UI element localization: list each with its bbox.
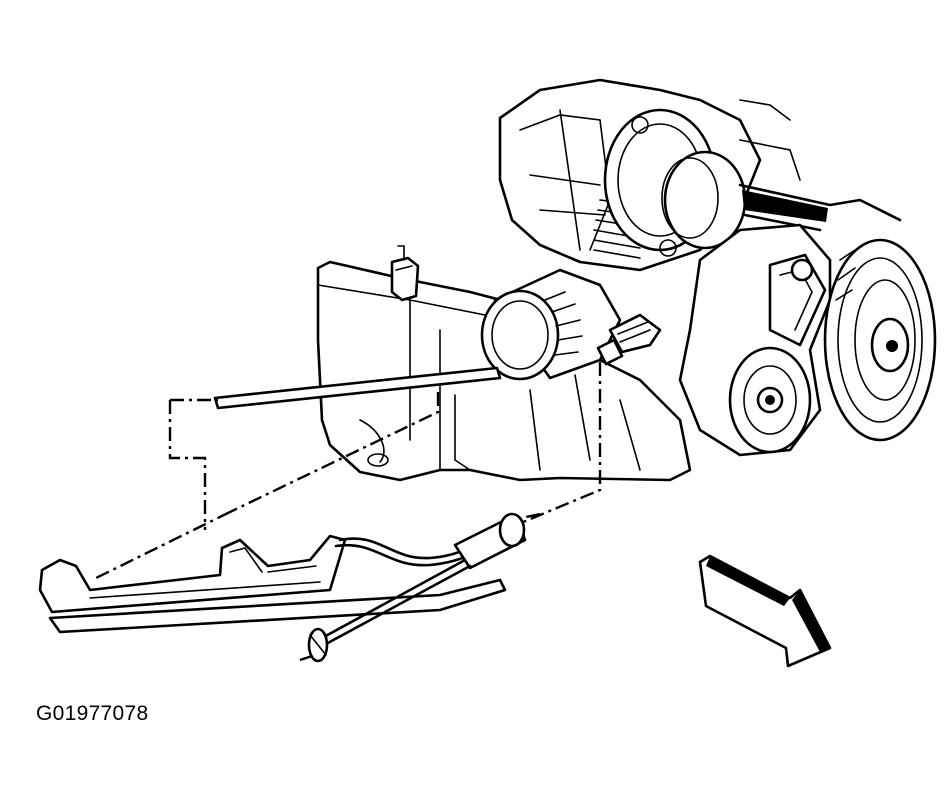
- drive-belt: [738, 183, 902, 232]
- front-direction-arrow-icon: [698, 554, 832, 668]
- sensor-bracket: [38, 534, 507, 634]
- oil-level-sensor: [307, 512, 527, 663]
- pan-bracket: [390, 245, 420, 302]
- crankshaft-pulley: [823, 238, 937, 442]
- belt-tensioner: [678, 223, 832, 457]
- dipstick-tube: [213, 366, 502, 410]
- oil-filter: [480, 268, 622, 381]
- oil-level-sensor-port: [596, 313, 662, 366]
- figure-id-caption: G01977078: [36, 702, 149, 725]
- leader-lines: [95, 362, 602, 662]
- alternator: [498, 78, 801, 272]
